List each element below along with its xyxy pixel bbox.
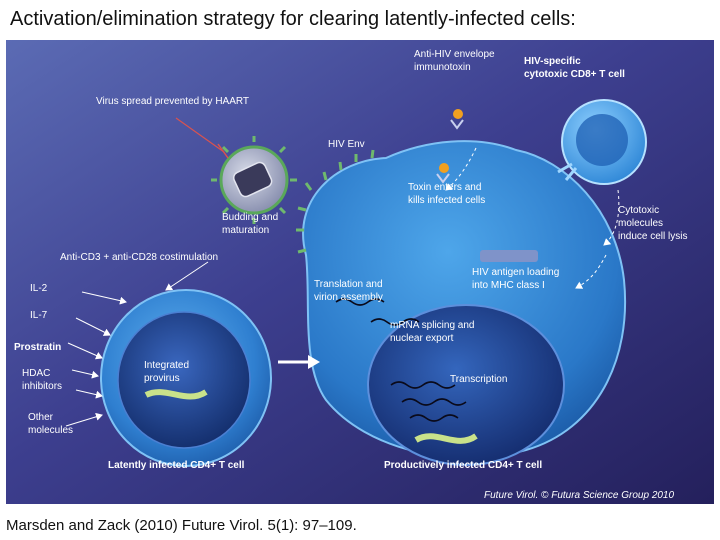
slide-title: Activation/elimination strategy for clea… — [10, 8, 576, 30]
label-antigen-1: HIV antigen loading — [472, 267, 559, 278]
provirus-dna — [144, 389, 208, 400]
label-other-2: molecules — [28, 425, 73, 436]
figure-credit: Future Virol. © Futura Science Group 201… — [484, 490, 674, 501]
mrna-strands — [335, 298, 467, 422]
label-hiv-env: HIV Env — [328, 139, 365, 150]
label-splicing-1: mRNA splicing and — [390, 320, 474, 331]
dashed-arrows — [445, 147, 620, 289]
label-productive-cell: Productively infected CD4+ T cell — [384, 460, 542, 471]
latent-nucleus — [117, 311, 251, 449]
label-costim: Anti-CD3 + anti-CD28 costimulation — [60, 252, 218, 263]
label-provirus-1: Integrated — [144, 360, 189, 371]
label-prostratin: Prostratin — [14, 342, 61, 353]
activator-arrows — [65, 261, 209, 427]
label-il7: IL-7 — [30, 310, 48, 321]
label-immunotoxin-1: Anti-HIV envelope — [414, 49, 495, 60]
label-budding-1: Budding and — [222, 212, 278, 223]
label-toxin-1: Toxin enters and — [408, 182, 481, 193]
label-il2: IL-2 — [30, 283, 48, 294]
label-cytotoxic-1: Cytotoxic — [618, 205, 659, 216]
mhc-molecule — [480, 250, 538, 262]
label-provirus-2: provirus — [144, 373, 180, 384]
label-ctl-2: cytotoxic CD8+ T cell — [524, 69, 625, 80]
label-immunotoxin-2: immunotoxin — [414, 62, 471, 73]
label-translation-1: Translation and — [314, 279, 383, 290]
label-ctl-1: HIV-specific — [524, 56, 581, 67]
label-hdac-1: HDAC — [22, 368, 50, 379]
label-other-1: Other — [28, 412, 54, 423]
env-spikes — [296, 149, 375, 254]
label-splicing-2: nuclear export — [390, 333, 454, 344]
ctl-cell — [557, 99, 647, 185]
nuclear-provirus — [414, 433, 478, 444]
label-budding-2: maturation — [222, 225, 269, 236]
label-transcription: Transcription — [450, 374, 507, 385]
figure-canvas: Virus spread prevented by HAART Budding … — [6, 40, 714, 504]
label-cytotoxic-3: induce cell lysis — [618, 231, 687, 242]
label-toxin-2: kills infected cells — [408, 195, 485, 206]
label-hdac-2: inhibitors — [22, 381, 62, 392]
latent-cell — [100, 289, 272, 467]
label-translation-2: virion assembly — [314, 292, 383, 303]
hiv-strategy-figure: Virus spread prevented by HAART Budding … — [6, 40, 714, 504]
productive-nucleus — [367, 304, 565, 466]
citation: Marsden and Zack (2010) Future Virol. 5(… — [6, 517, 357, 534]
label-cytotoxic-2: molecules — [618, 218, 663, 229]
label-virus-spread: Virus spread prevented by HAART — [96, 96, 249, 107]
virus-particle — [175, 117, 297, 224]
transition-arrow — [278, 355, 320, 369]
productive-cell — [302, 140, 626, 466]
label-latent-cell: Latently infected CD4+ T cell — [108, 460, 245, 471]
immunotoxin-icons — [436, 109, 464, 184]
label-antigen-2: into MHC class I — [472, 280, 545, 291]
